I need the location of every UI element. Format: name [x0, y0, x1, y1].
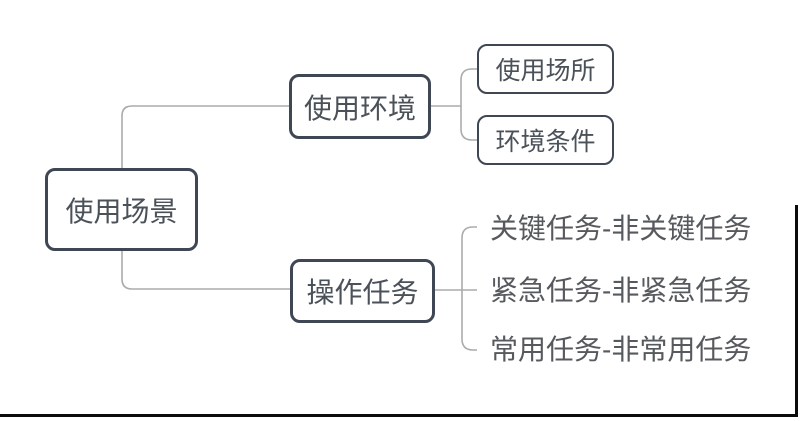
connector-task-leaves-spine — [461, 226, 477, 351]
node-environment-conditions[interactable]: 环境条件 — [477, 115, 614, 165]
document-border-bottom — [0, 414, 797, 417]
connector-root-to-env — [121, 105, 289, 168]
leaf-critical-tasks[interactable]: 关键任务-非关键任务 — [490, 213, 752, 244]
document-border-right — [795, 205, 798, 417]
node-root-usage-scenario[interactable]: 使用场景 — [45, 168, 198, 251]
leaf-urgent-tasks[interactable]: 紧急任务-非紧急任务 — [490, 275, 752, 306]
connector-env-children-spine — [460, 68, 477, 141]
node-usage-environment[interactable]: 使用环境 — [289, 74, 431, 139]
node-operation-tasks[interactable]: 操作任务 — [290, 259, 435, 323]
connector-root-to-task — [121, 251, 290, 290]
leaf-frequent-tasks[interactable]: 常用任务-非常用任务 — [490, 334, 752, 365]
node-usage-place[interactable]: 使用场所 — [477, 44, 614, 94]
